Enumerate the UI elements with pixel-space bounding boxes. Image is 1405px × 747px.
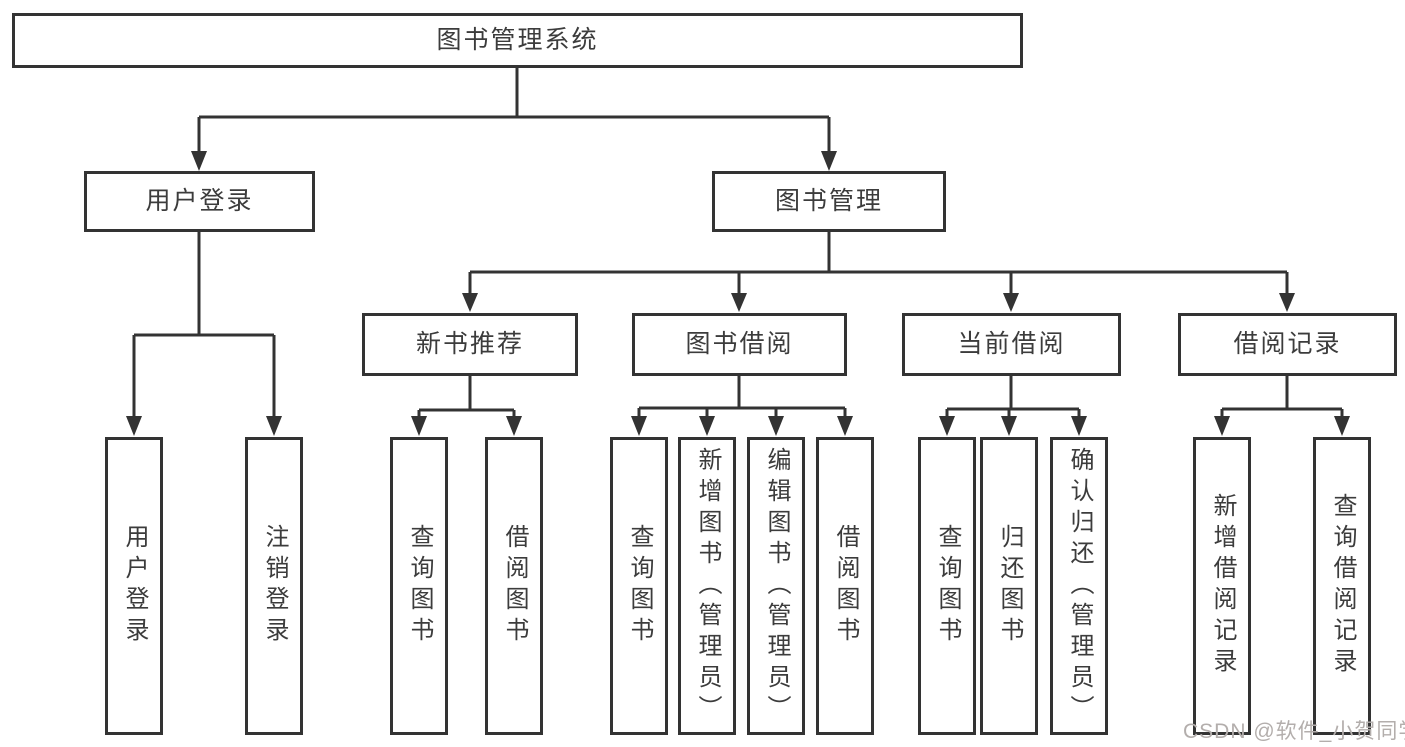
leaf-label: 查询图书 (406, 524, 433, 648)
leaf-label: 注销登录 (261, 524, 288, 648)
node-label: 当前借阅 (957, 330, 1066, 358)
leaf-label: 借阅图书 (832, 524, 859, 648)
node-book-borrow: 图书借阅 (632, 313, 847, 376)
node-label: 图书管理系统 (436, 26, 599, 54)
leaf-bb-edit-books-admin: 编辑图书（管理员） (747, 437, 805, 735)
leaf-cb-return-books: 归还图书 (980, 437, 1038, 735)
leaf-bb-query-books: 查询图书 (610, 437, 668, 735)
connector-root (191, 68, 837, 171)
connector-borrow-records (1214, 376, 1350, 436)
node-label: 用户登录 (145, 187, 254, 215)
leaf-label: 查询借阅记录 (1329, 493, 1356, 679)
leaf-label: 借阅图书 (501, 524, 528, 648)
leaf-user-login: 用户登录 (105, 437, 163, 735)
node-book-management: 图书管理 (712, 171, 946, 232)
node-label: 新书推荐 (415, 330, 524, 358)
connector-book-management (462, 232, 1295, 312)
node-root-system: 图书管理系统 (12, 13, 1023, 68)
leaf-label: 用户登录 (121, 524, 148, 648)
node-user-login: 用户登录 (84, 171, 315, 232)
node-current-borrow: 当前借阅 (902, 313, 1121, 376)
leaf-br-add-record: 新增借阅记录 (1193, 437, 1251, 735)
node-label: 图书借阅 (685, 330, 794, 358)
leaf-label: 查询图书 (934, 524, 961, 648)
node-borrow-records: 借阅记录 (1178, 313, 1397, 376)
leaf-logout: 注销登录 (245, 437, 303, 735)
leaf-nbr-query-books: 查询图书 (390, 437, 448, 735)
connector-current-borrow (939, 376, 1087, 436)
leaf-label: 归还图书 (996, 524, 1023, 648)
node-new-book-recommend: 新书推荐 (362, 313, 578, 376)
node-label: 图书管理 (774, 187, 883, 215)
leaf-label: 查询图书 (626, 524, 653, 648)
leaf-cb-query-books: 查询图书 (918, 437, 976, 735)
leaf-label: 确认归还（管理员） (1066, 446, 1093, 726)
node-label: 借阅记录 (1233, 330, 1342, 358)
leaf-label: 新增借阅记录 (1209, 493, 1236, 679)
leaf-nbr-borrow-books: 借阅图书 (485, 437, 543, 735)
leaf-br-query-record: 查询借阅记录 (1313, 437, 1371, 735)
connector-new-book-recommend (411, 376, 522, 436)
connector-book-borrow (631, 376, 853, 436)
leaf-label: 编辑图书（管理员） (763, 446, 790, 726)
leaf-bb-add-books-admin: 新增图书（管理员） (678, 437, 736, 735)
connector-user-login (126, 232, 282, 436)
leaf-label: 新增图书（管理员） (694, 446, 721, 726)
leaf-bb-borrow-books: 借阅图书 (816, 437, 874, 735)
leaf-cb-confirm-return-admin: 确认归还（管理员） (1050, 437, 1108, 735)
